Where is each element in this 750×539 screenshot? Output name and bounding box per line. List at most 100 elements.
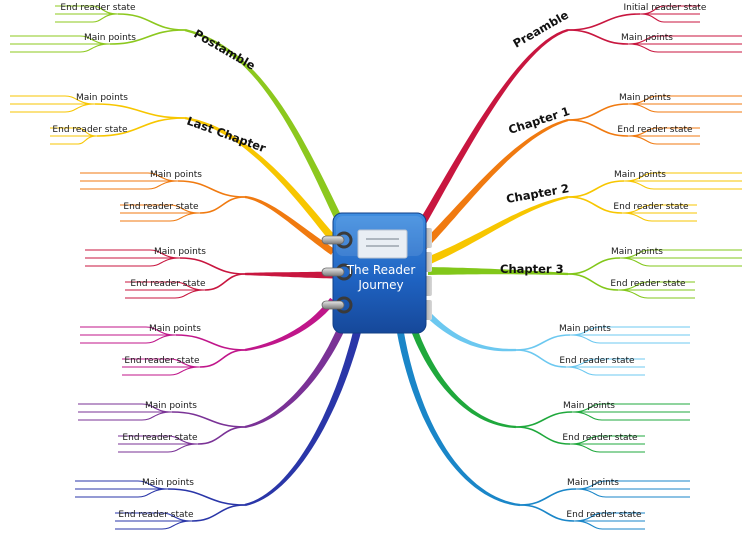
binder-ring-icon — [321, 231, 353, 249]
leaf-label: Main points — [150, 170, 202, 180]
branch-chapter-1[interactable] — [417, 95, 742, 253]
sub-branch-top[interactable] — [567, 172, 742, 198]
sub-branch-connector — [567, 196, 623, 214]
sub-branch-bottom[interactable] — [567, 196, 697, 222]
branch-ribbon — [244, 327, 362, 507]
sub-branch-top[interactable] — [567, 95, 742, 121]
branch-ribbon — [428, 267, 568, 276]
central-title-line-1: The Reader — [346, 263, 416, 277]
sub-branch-connector — [179, 257, 246, 275]
branch-chapter-3[interactable] — [428, 249, 742, 299]
sub-branch-top[interactable] — [567, 5, 700, 31]
branch-right-7[interactable] — [396, 329, 690, 530]
leaf-label: Main points — [154, 247, 206, 257]
sub-branch-connector — [519, 504, 575, 522]
sub-branch-connector — [197, 426, 246, 445]
leaf-label: Main points — [145, 401, 197, 411]
sub-branch-top[interactable] — [515, 326, 690, 351]
sub-branch-bottom[interactable] — [10, 29, 186, 53]
sub-branch-bottom[interactable] — [567, 119, 700, 145]
leaf-label: End reader state — [562, 433, 638, 443]
sub-branch-bottom[interactable] — [125, 273, 246, 299]
fork-line — [573, 520, 645, 530]
branch-label-chapter-3: Chapter 3 — [500, 262, 564, 276]
branch-last-chapter[interactable] — [10, 95, 342, 248]
binder-ring-icon — [321, 263, 353, 281]
sub-branch-bottom[interactable] — [567, 29, 742, 53]
sub-branch-bottom[interactable] — [115, 504, 246, 530]
leaf-label: Main points — [614, 170, 666, 180]
fork-line — [78, 411, 173, 421]
fork-line — [623, 180, 742, 190]
sub-branch-top[interactable] — [515, 403, 690, 428]
fork-line — [115, 520, 193, 530]
leaf-label: End reader state — [124, 356, 200, 366]
fork-line — [627, 135, 700, 145]
leaf-label: Main points — [621, 33, 673, 43]
fork-line — [50, 135, 98, 145]
fork-line — [118, 443, 199, 453]
leaf-label: Main points — [563, 401, 615, 411]
branch-right-5[interactable] — [412, 297, 690, 376]
fork-line — [80, 334, 177, 344]
sub-branch-connector — [567, 180, 625, 198]
sub-branch-top[interactable] — [85, 249, 246, 275]
sub-branch-top[interactable] — [78, 403, 246, 428]
branch-chapter-2[interactable] — [423, 172, 743, 266]
sub-branch-connector — [191, 504, 246, 522]
sub-branch-bottom[interactable] — [50, 117, 186, 145]
sub-branch-top[interactable] — [75, 480, 246, 506]
leaf-label: End reader state — [123, 202, 199, 212]
leaf-label: Main points — [567, 478, 619, 488]
central-topic-node[interactable]: The Reader Journey — [321, 212, 432, 334]
fork-line — [627, 43, 742, 53]
fork-line — [575, 488, 690, 498]
sub-branch-connector — [96, 117, 186, 137]
sub-branch-bottom[interactable] — [515, 349, 645, 376]
sub-branch-top[interactable] — [567, 249, 742, 275]
branch-left-5[interactable] — [80, 297, 336, 376]
fork-line — [569, 443, 645, 453]
branch-label-last-chapter: Last Chapter — [185, 114, 268, 156]
sub-branch-top[interactable] — [80, 172, 246, 198]
leaf-label: Main points — [142, 478, 194, 488]
leaf-label: End reader state — [610, 279, 686, 289]
fork-line — [619, 257, 742, 267]
sub-branch-connector — [94, 103, 186, 119]
branch-left-3[interactable] — [80, 172, 335, 255]
leaf-label: End reader state — [617, 125, 693, 135]
sub-branch-bottom[interactable] — [519, 504, 645, 530]
sub-branch-connector — [567, 13, 641, 31]
leaf-label: End reader state — [60, 3, 136, 13]
leaf-label: Main points — [619, 93, 671, 103]
fork-line — [75, 488, 169, 498]
central-title-line-2: Journey — [357, 278, 403, 292]
branch-left-7[interactable] — [75, 327, 362, 530]
branch-ribbon — [184, 116, 342, 248]
leaf-label: End reader state — [122, 433, 198, 443]
sub-branch-connector — [109, 29, 186, 45]
branch-left-4[interactable] — [85, 249, 333, 299]
sub-branch-top[interactable] — [80, 326, 246, 351]
branch-ribbon — [244, 195, 335, 255]
branch-postamble[interactable] — [10, 5, 349, 234]
sub-branch-top[interactable] — [10, 95, 186, 119]
branch-left-6[interactable] — [78, 318, 349, 453]
sub-branch-bottom[interactable] — [567, 273, 695, 299]
sub-branch-top[interactable] — [519, 480, 690, 506]
leaf-label: Initial reader state — [624, 3, 707, 13]
branch-ribbon — [245, 271, 333, 279]
sub-branch-bottom[interactable] — [120, 196, 246, 222]
branch-ribbon — [423, 195, 569, 266]
sub-branch-bottom[interactable] — [515, 426, 645, 453]
fork-line — [85, 257, 181, 267]
fork-line — [617, 289, 695, 299]
sub-branch-connector — [567, 257, 621, 275]
sub-branch-bottom[interactable] — [122, 349, 246, 376]
sub-branch-bottom[interactable] — [118, 426, 246, 453]
sub-branch-connector — [171, 411, 246, 428]
notebook-label-plate — [357, 229, 408, 259]
sub-branch-connector — [567, 119, 629, 137]
branch-right-6[interactable] — [406, 316, 690, 453]
